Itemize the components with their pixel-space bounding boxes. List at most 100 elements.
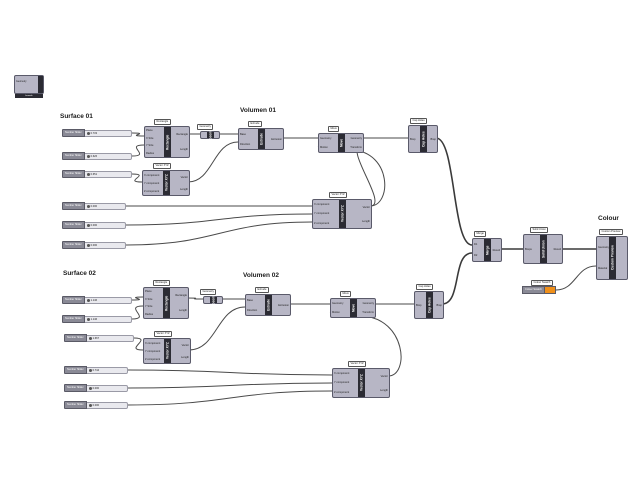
slider-knob[interactable] — [86, 243, 90, 247]
input-port[interactable]: Y component — [144, 181, 160, 185]
number-slider-3[interactable]: Number Slider 0.651 — [62, 170, 132, 178]
input-port[interactable]: Radius — [146, 151, 155, 155]
input-port[interactable]: Plane — [145, 290, 152, 294]
component-union[interactable]: Breps Solid Union Result — [523, 234, 563, 264]
output-port[interactable]: Geometry — [362, 302, 374, 305]
slider-track[interactable]: 0.000 — [84, 241, 126, 249]
component-cap1[interactable]: Brep Cap Holes Brep — [408, 125, 438, 153]
input-port[interactable]: X component — [314, 203, 330, 207]
input-port[interactable]: D1 — [474, 243, 478, 246]
input-port[interactable]: Material — [598, 267, 608, 270]
output-port[interactable]: Vector — [181, 343, 189, 347]
input-port[interactable]: Z component — [145, 357, 161, 361]
input-port[interactable]: X component — [144, 173, 160, 177]
number-slider-10[interactable]: Number Slider 0.744 — [64, 366, 128, 374]
output-port[interactable]: Length — [179, 309, 187, 312]
input-port[interactable]: X component — [145, 341, 161, 345]
slider-knob[interactable] — [88, 368, 92, 372]
input-port[interactable]: Geometry — [320, 137, 332, 140]
slider-knob[interactable] — [86, 172, 90, 176]
component-geom2[interactable]: Geom — [203, 295, 223, 305]
input-port[interactable]: Plane — [146, 129, 153, 133]
number-slider-2[interactable]: Number Slider 0.626 — [62, 152, 132, 160]
output-port[interactable]: Length — [380, 388, 388, 392]
input-port[interactable]: Base — [240, 132, 246, 136]
input-port[interactable]: Breps — [525, 247, 532, 251]
slider-knob[interactable] — [86, 131, 90, 135]
number-slider-5[interactable]: Number Slider 0.000 — [62, 221, 126, 229]
number-slider-1[interactable]: Number Slider 0.733 — [62, 129, 132, 137]
component-vxyz4[interactable]: X component Y component Z component Vector… — [332, 368, 390, 398]
slider-track[interactable]: 0.000 — [84, 202, 126, 210]
number-slider-6[interactable]: Number Slider 0.000 — [62, 241, 126, 249]
output-port[interactable]: Transform — [362, 311, 374, 314]
input-port[interactable]: Brep — [410, 137, 416, 141]
colour-swatch[interactable]: Colour Swatch — [522, 286, 556, 294]
output-port[interactable]: Result — [492, 248, 500, 252]
output-port[interactable]: Geometry — [350, 137, 362, 140]
slider-track[interactable]: 0.000 — [84, 221, 126, 229]
slider-knob[interactable] — [86, 154, 90, 158]
input-port[interactable]: Y component — [145, 349, 161, 353]
input-port[interactable]: Geometry — [598, 246, 610, 249]
slider-track[interactable]: 0.000 — [86, 401, 128, 409]
output-port[interactable]: Vector — [180, 175, 188, 179]
slider-track[interactable]: 0.000 — [86, 384, 128, 392]
output-port[interactable]: Result — [553, 247, 561, 251]
output-port[interactable]: Vector — [362, 205, 370, 209]
input-port[interactable]: Direction — [240, 142, 251, 146]
input-port[interactable]: Motion — [320, 146, 328, 149]
input-port[interactable]: Y Size — [146, 144, 154, 148]
input-port[interactable]: Z component — [334, 390, 350, 394]
input-port[interactable]: X Size — [146, 136, 154, 140]
input-port[interactable]: Direction — [247, 308, 258, 312]
number-slider-8[interactable]: Number Slider 1.146 — [62, 315, 132, 323]
output-port[interactable]: Vector — [380, 374, 388, 378]
component-vxyz3[interactable]: X component Y component Z component Vector… — [143, 338, 191, 364]
slider-track[interactable]: 0.733 — [84, 129, 132, 137]
output-port[interactable]: Length — [180, 148, 188, 151]
number-slider-7[interactable]: Number Slider 1.146 — [62, 296, 132, 304]
slider-knob[interactable] — [86, 223, 90, 227]
slider-knob[interactable] — [88, 403, 92, 407]
geometry-widget[interactable]: Geometry bounds — [14, 75, 44, 98]
input-port[interactable]: Y component — [334, 381, 350, 385]
number-slider-11[interactable]: Number Slider 0.000 — [64, 384, 128, 392]
input-port[interactable]: Z component — [314, 221, 330, 225]
input-port[interactable]: Radius — [145, 312, 154, 316]
input-port[interactable]: Brep — [416, 303, 422, 307]
input-port[interactable]: D2 — [474, 254, 478, 257]
output-port[interactable]: Length — [181, 355, 189, 359]
output-port[interactable]: Length — [362, 219, 370, 223]
input-port[interactable]: Y Size — [145, 305, 153, 309]
component-cap2[interactable]: Brep Cap Holes Brep — [414, 291, 444, 319]
input-port[interactable]: X Size — [145, 297, 153, 301]
output-port[interactable]: Brep — [436, 303, 442, 307]
input-port[interactable]: X component — [334, 372, 350, 376]
output-port[interactable]: Brep — [430, 137, 436, 141]
number-slider-4[interactable]: Number Slider 0.000 — [62, 202, 126, 210]
slider-knob[interactable] — [86, 298, 90, 302]
input-port[interactable]: Z component — [144, 189, 160, 193]
output-port[interactable]: Rectangle — [175, 294, 187, 297]
slider-knob[interactable] — [88, 386, 92, 390]
number-slider-9[interactable]: Number Slider 1.667 — [64, 334, 134, 342]
input-port[interactable]: Geometry — [332, 302, 344, 305]
component-geom1[interactable]: Geom — [200, 130, 220, 140]
output-port[interactable]: Rectangle — [176, 133, 188, 136]
number-slider-12[interactable]: Number Slider 0.000 — [64, 401, 128, 409]
slider-knob[interactable] — [86, 204, 90, 208]
slider-track[interactable]: 1.146 — [84, 296, 132, 304]
output-port[interactable]: Length — [180, 187, 188, 191]
component-vxyz1[interactable]: X component Y component Z component Vector… — [142, 170, 190, 196]
slider-track[interactable]: 0.744 — [86, 366, 128, 374]
slider-track[interactable]: 1.146 — [84, 315, 132, 323]
